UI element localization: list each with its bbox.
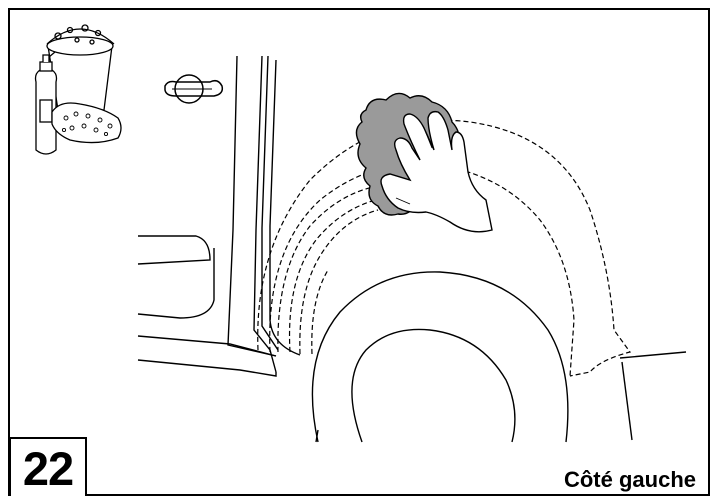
step-number-box: 22 xyxy=(9,437,87,496)
cleaning-supplies-icon xyxy=(34,24,122,155)
tire xyxy=(311,271,569,443)
side-label: Côté gauche xyxy=(563,467,696,492)
door-edge xyxy=(137,55,687,441)
hand xyxy=(380,110,493,233)
door-handle xyxy=(164,74,224,104)
step-number: 22 xyxy=(22,442,74,495)
panel-border xyxy=(8,8,710,496)
